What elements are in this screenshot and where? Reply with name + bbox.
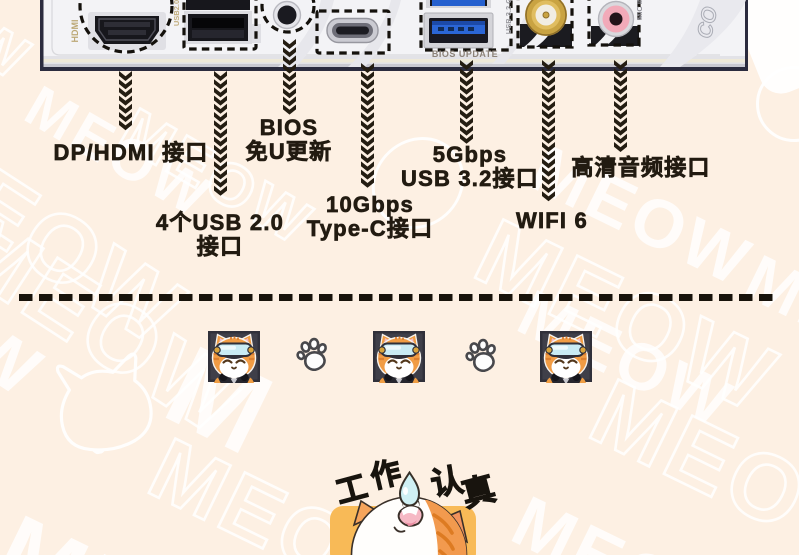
svg-text:USB 3.2 G1: USB 3.2 G1: [504, 0, 513, 34]
svg-text:MIC IN: MIC IN: [635, 0, 644, 20]
svg-text:BIOS UPDATE: BIOS UPDATE: [432, 49, 498, 59]
svg-text:USB2.0: USB2.0: [172, 0, 181, 26]
svg-text:HDMI: HDMI: [70, 20, 80, 43]
